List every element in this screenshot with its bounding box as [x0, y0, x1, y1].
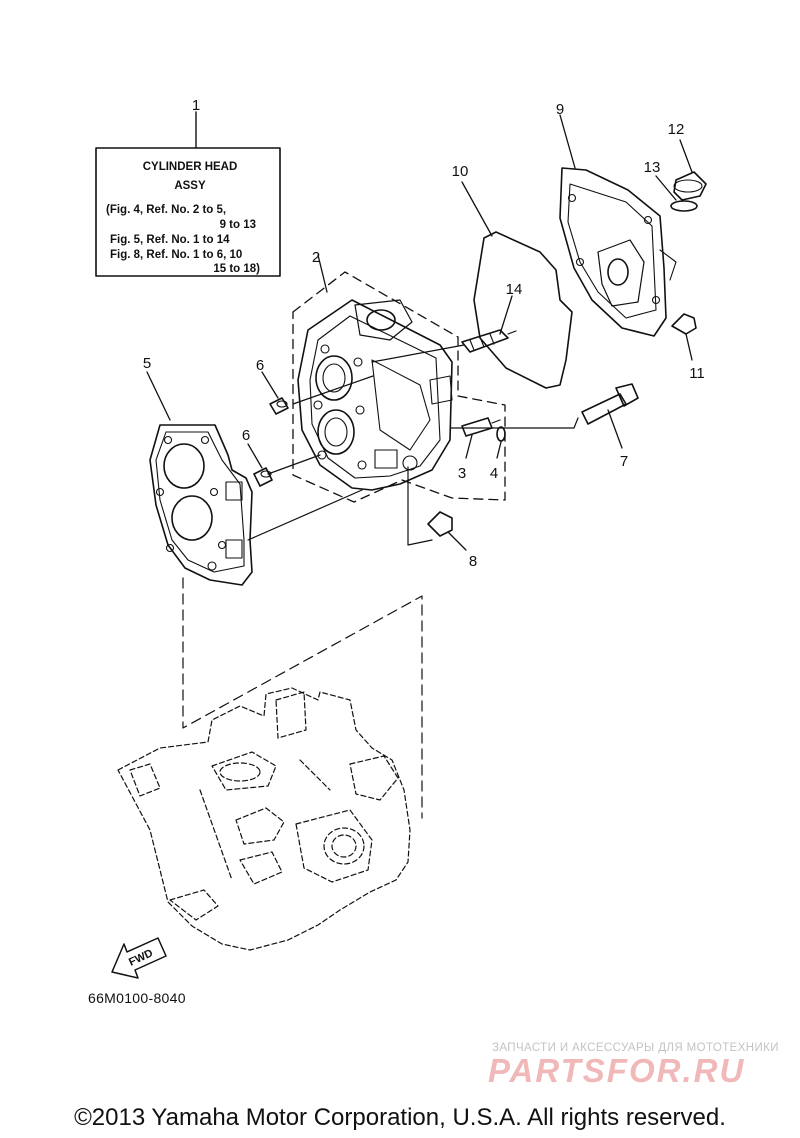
- cylinder-head-gasket: [146, 371, 253, 586]
- fwd-arrow-icon: [111, 937, 167, 979]
- callout-3: 3: [458, 465, 466, 482]
- dowel-pin-lower: [247, 443, 273, 487]
- box-ref-line-2: 9 to 13: [220, 219, 256, 231]
- spark-plug: [461, 295, 517, 353]
- box-ref-line-3: Fig. 5, Ref. No. 1 to 14: [110, 234, 230, 246]
- bolt-11: [671, 313, 697, 361]
- cylinder-head: [292, 254, 506, 503]
- bolt-8: [427, 511, 467, 551]
- cover-gasket: [461, 181, 573, 389]
- callout-14: 14: [506, 281, 523, 298]
- box-title: CYLINDER HEAD: [143, 161, 238, 173]
- copyright-notice: ©2013 Yamaha Motor Corporation, U.S.A. A…: [74, 1104, 726, 1131]
- watermark-logo: PARTSFOR.RU: [488, 1052, 746, 1089]
- callout-1: 1: [192, 97, 200, 114]
- dowel-pin-upper: [261, 371, 289, 415]
- callout-5: 5: [143, 355, 151, 372]
- callout-4: 4: [490, 465, 498, 482]
- box-ref-line-1: (Fig. 4, Ref. No. 2 to 5,: [106, 204, 226, 216]
- callout-10: 10: [452, 163, 469, 180]
- part-code: 66M0100-8040: [88, 990, 186, 1006]
- callout-9: 9: [556, 101, 564, 118]
- box-ref-line-4: Fig. 8, Ref. No. 1 to 6, 10: [110, 249, 242, 261]
- callout-8: 8: [469, 553, 477, 570]
- info-box-text: CYLINDER HEAD ASSY (Fig. 4, Ref. No. 2 t…: [106, 161, 260, 275]
- bolt-7: [581, 383, 639, 449]
- callout-7: 7: [620, 453, 628, 470]
- box-ref-line-5: 15 to 18): [213, 263, 260, 275]
- o-ring: [655, 175, 698, 212]
- callout-2: 2: [312, 249, 320, 266]
- callout-11: 11: [689, 365, 705, 382]
- callout-6-upper: 6: [256, 357, 264, 374]
- cylinder-head-assy-box: [95, 111, 281, 277]
- oil-filler-cap: [673, 139, 707, 201]
- box-subtitle: ASSY: [174, 180, 206, 192]
- callouts: 1 2 3 4 5 6 6 7 8 9 10 11 12 13 14: [143, 97, 705, 570]
- callout-13: 13: [644, 159, 661, 176]
- callout-6-lower: 6: [242, 427, 250, 444]
- reference-lines: [182, 344, 579, 819]
- cylinder-head-cover: [559, 114, 677, 337]
- anode: [461, 417, 501, 459]
- cylinder-block: [117, 687, 411, 951]
- watermark-tagline: ЗАПЧАСТИ И АКСЕССУАРЫ ДЛЯ МОТОТЕХНИКИ: [492, 1042, 779, 1054]
- grommet: [496, 426, 506, 459]
- callout-12: 12: [668, 121, 685, 138]
